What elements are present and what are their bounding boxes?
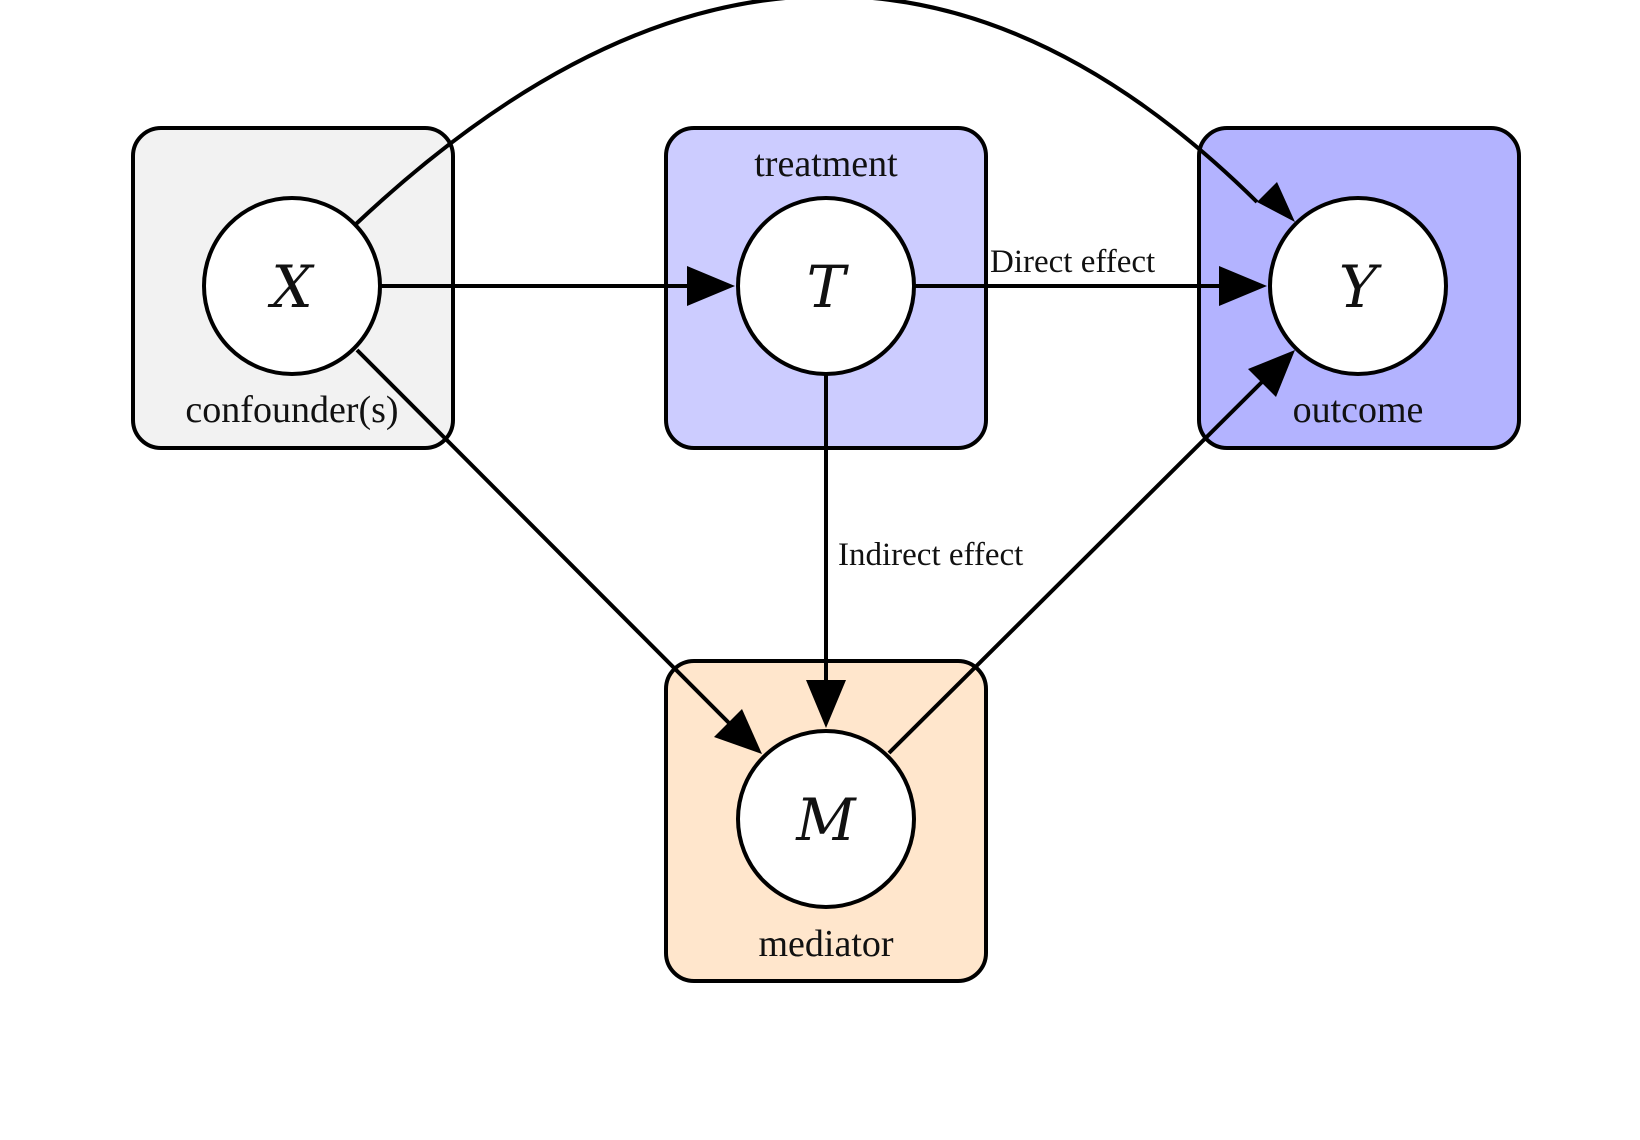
arrowhead-x-to-m xyxy=(714,709,762,754)
arrowhead-x-to-t xyxy=(687,266,735,306)
node-m-symbol: M xyxy=(795,786,857,854)
arrowhead-t-to-m xyxy=(806,680,846,728)
mediator-caption: mediator xyxy=(758,923,893,965)
indirect-effect-label: Indirect effect xyxy=(838,537,1023,573)
edge-x-to-y xyxy=(354,0,1259,226)
node-y-symbol: Y xyxy=(1339,253,1382,321)
node-t-circle xyxy=(736,196,916,376)
node-m-circle xyxy=(736,729,916,909)
direct-effect-label: Direct effect xyxy=(990,244,1155,280)
arrowhead-x-to-y xyxy=(1257,182,1295,222)
node-x-symbol: X xyxy=(267,253,315,321)
edge-x-to-m xyxy=(355,348,732,726)
node-x-circle xyxy=(202,196,382,376)
confounder-caption: confounder(s) xyxy=(185,389,398,431)
node-y-circle xyxy=(1268,196,1448,376)
node-t-symbol: T xyxy=(807,253,850,321)
outcome-caption: outcome xyxy=(1293,389,1424,431)
edge-m-to-y xyxy=(887,378,1266,755)
treatment-caption: treatment xyxy=(754,143,898,185)
arrowhead-m-to-y xyxy=(1248,350,1295,397)
arrowhead-t-to-y xyxy=(1219,266,1267,306)
